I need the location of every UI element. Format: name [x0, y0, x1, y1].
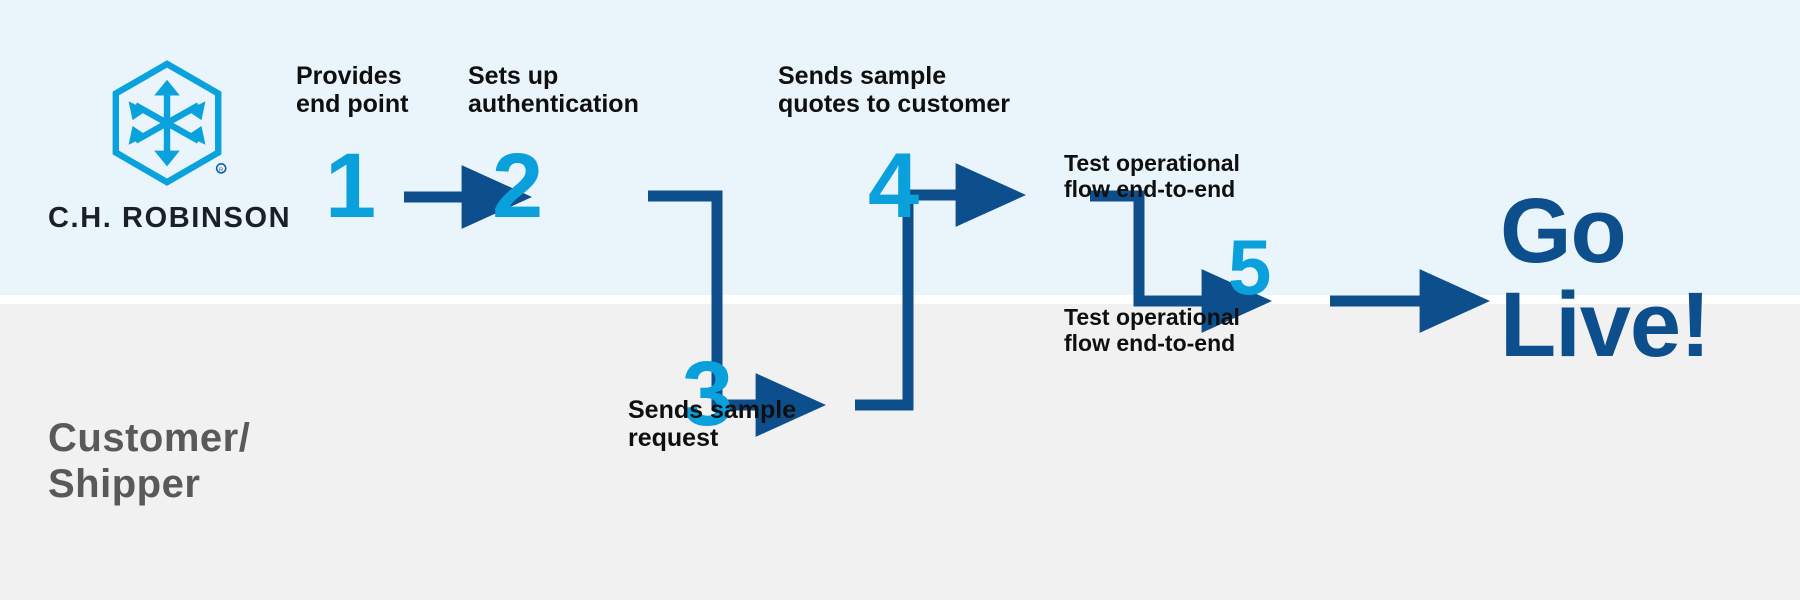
step-4-caption: Sends sample quotes to customer: [778, 62, 1010, 118]
lane-band-chrobinson: [0, 0, 1800, 295]
step-3-caption: Sends sample request: [628, 396, 797, 452]
lane-label-customer-shipper: Customer/ Shipper: [48, 416, 251, 507]
lane-band-customer: [0, 304, 1800, 600]
go-live-label: Go Live!: [1500, 180, 1711, 376]
connector-4-to-5: [1090, 190, 1272, 333]
step-4-number: 4: [868, 135, 919, 237]
connector-2-to-3: [648, 190, 826, 437]
step-2-number: 2: [492, 135, 543, 237]
connector-3-to-4: [855, 163, 1026, 411]
step-5-number: 5: [1228, 223, 1272, 311]
chrobinson-hexagon-cube-logo: R: [112, 60, 227, 186]
lane-divider: [0, 295, 1800, 304]
chrobinson-logo: R C.H. ROBINSON: [48, 60, 292, 235]
step-3-number: 3: [682, 343, 733, 445]
step-5-caption-below: Test operational flow end-to-end: [1064, 304, 1240, 357]
svg-text:R: R: [219, 167, 223, 173]
step-5-caption-above: Test operational flow end-to-end: [1064, 150, 1240, 203]
logo-wordmark: C.H. ROBINSON: [48, 202, 292, 234]
step-1-caption: Provides end point: [296, 62, 409, 118]
step-2-caption: Sets up authentication: [468, 62, 639, 118]
step-1-number: 1: [325, 135, 376, 237]
